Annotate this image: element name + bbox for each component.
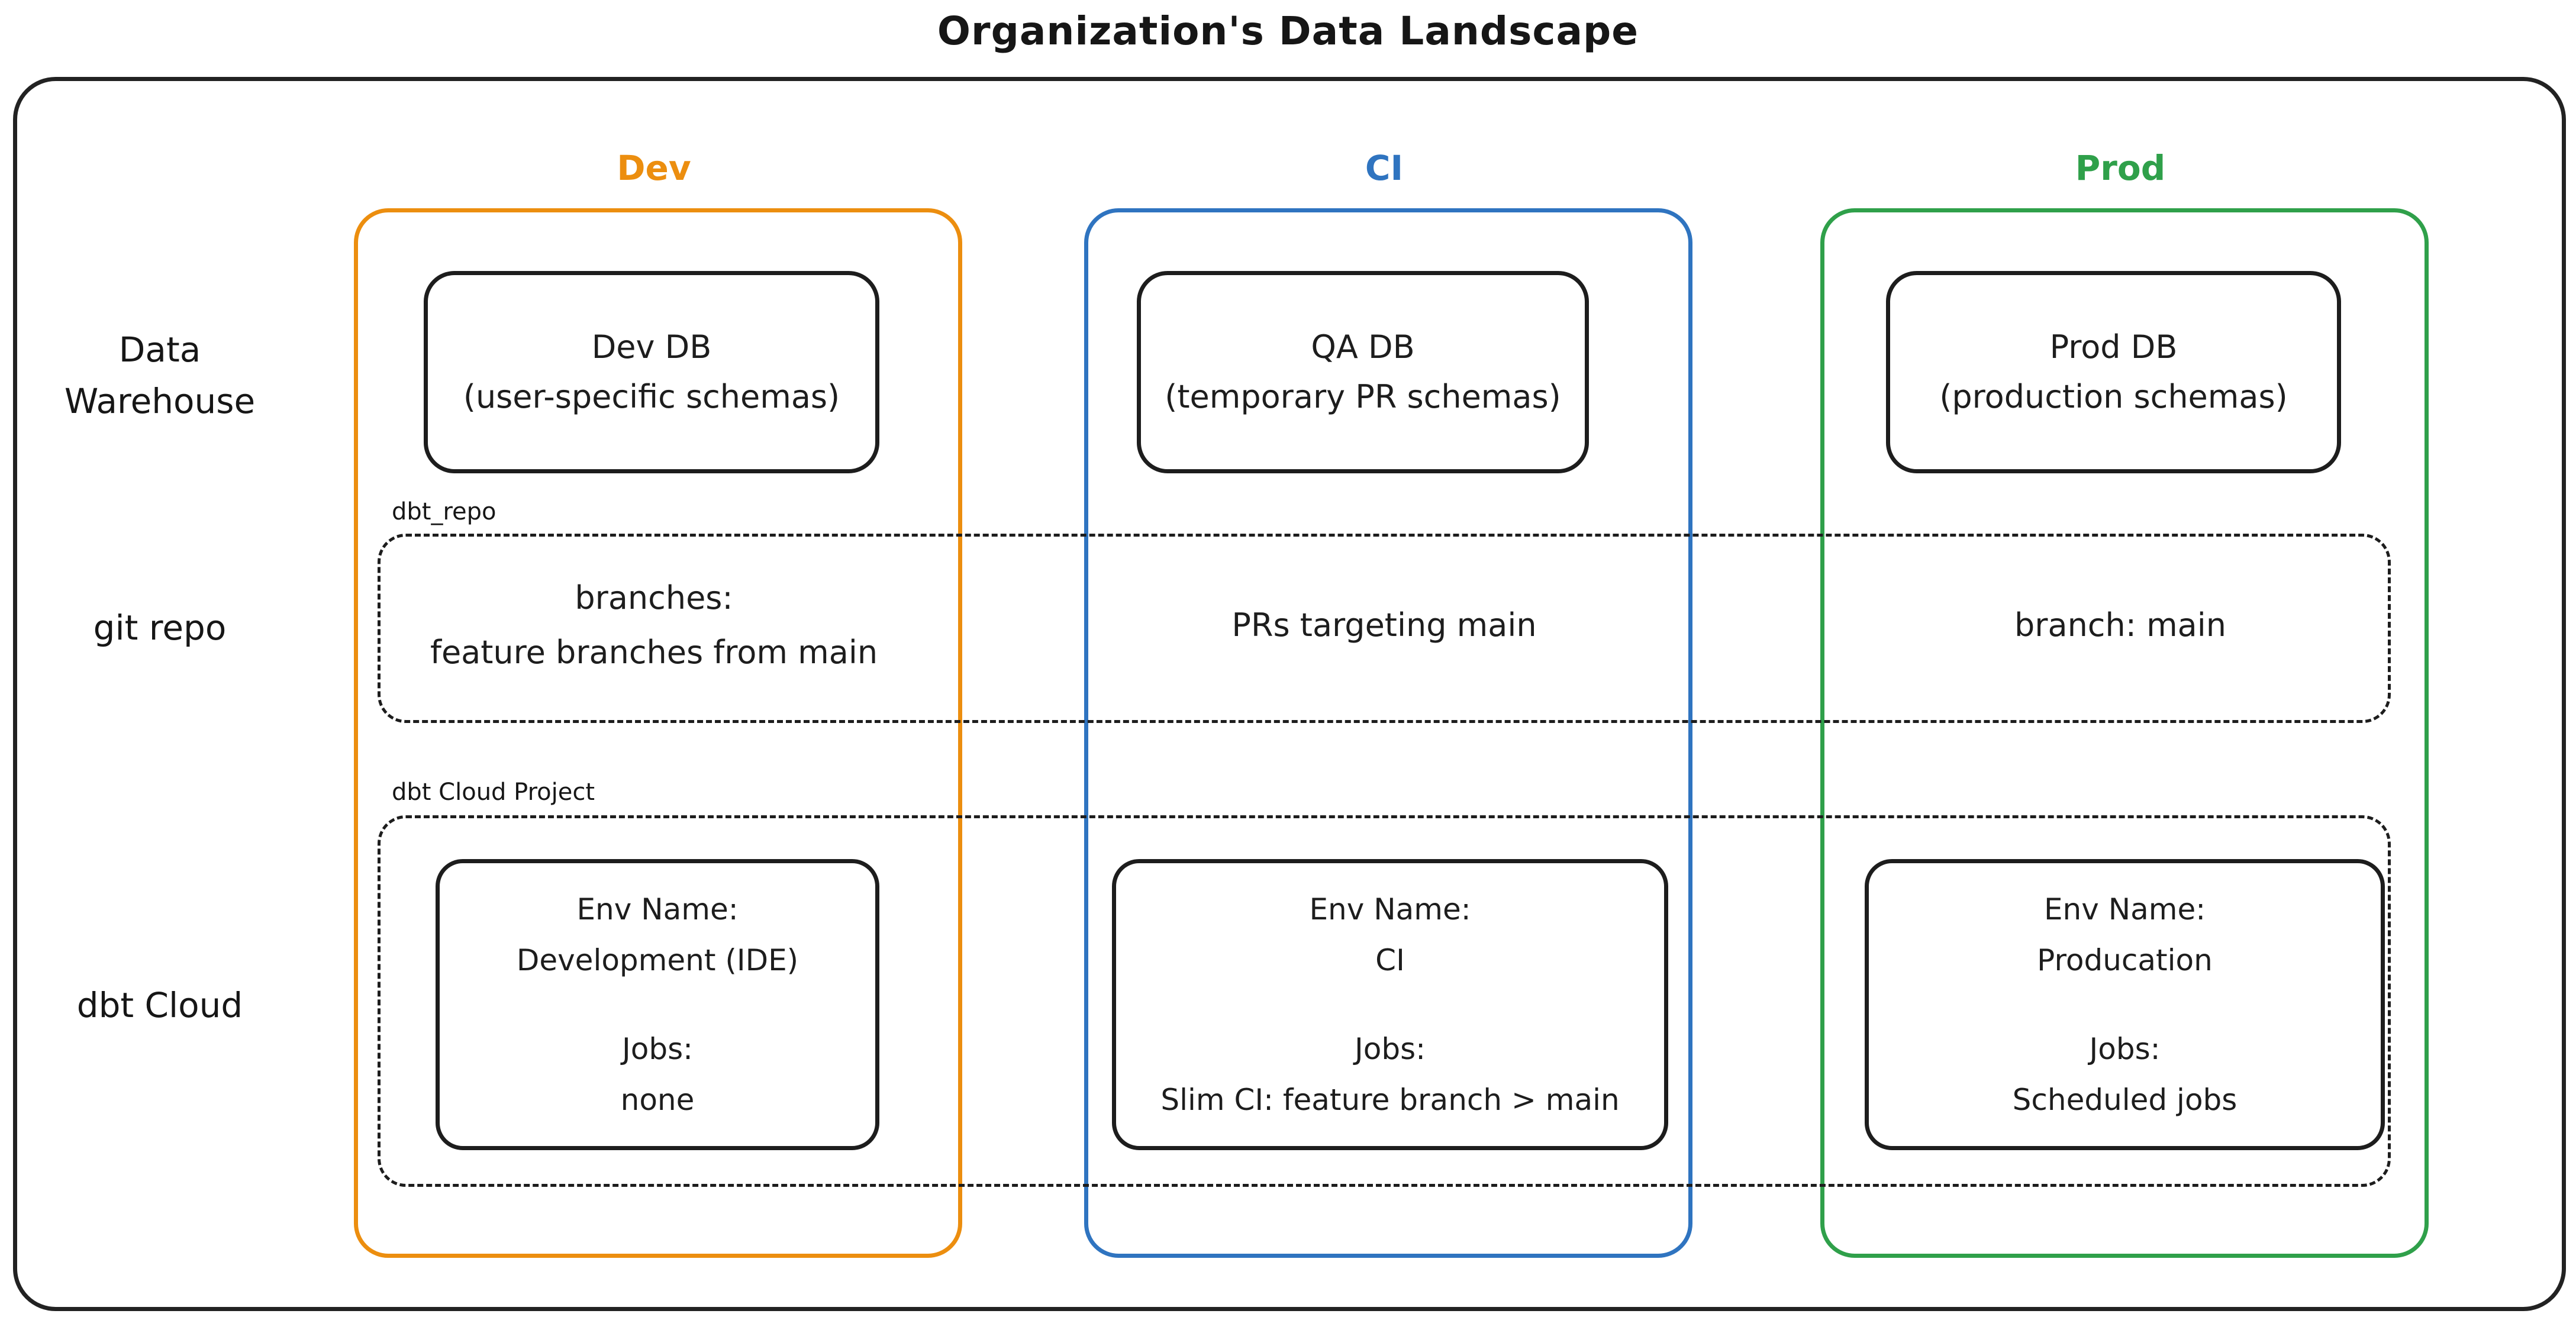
dev-git-line1: branches: [575,579,733,617]
dev-git-cell: branches: feature branches from main [354,534,954,717]
dev-db-box: Dev DB (user-specific schemas) [424,271,879,473]
ci-jobs-value: Slim CI: feature branch > main [1160,1083,1620,1117]
prod-jobs-value: Scheduled jobs [2012,1083,2238,1117]
row-label-git-repo: git repo [93,608,227,648]
qa-db-schemas: (temporary PR schemas) [1165,378,1561,415]
dbt-cloud-project-band-label: dbt Cloud Project [392,779,595,806]
column-box-prod [1820,208,2429,1258]
dev-env-label: Env Name: [576,892,739,927]
dev-db-name: Dev DB [591,328,712,366]
column-box-ci [1084,208,1692,1258]
ci-env-value: CI [1375,943,1405,977]
prod-env-box: Env Name: Producation Jobs: Scheduled jo… [1865,859,2385,1150]
prod-jobs-label: Jobs: [2089,1032,2161,1066]
dev-jobs-value: none [620,1083,695,1117]
prod-env-label: Env Name: [2043,892,2206,927]
column-header-dev: Dev [617,148,691,188]
dev-git-line2: feature branches from main [430,634,878,671]
dbt-cloud-project-band [378,815,2391,1187]
row-label-data-warehouse: Data Warehouse [24,324,296,427]
dev-jobs-label: Jobs: [622,1032,693,1066]
git-repo-band [378,534,2391,723]
prod-db-schemas: (production schemas) [1939,378,2288,415]
ci-git-cell: PRs targeting main [1084,534,1684,717]
ci-jobs-label: Jobs: [1355,1032,1426,1066]
prod-git-cell: branch: main [1820,534,2420,717]
git-repo-band-label: dbt_repo [392,498,496,525]
row-label-data-warehouse-line2: Warehouse [64,381,256,421]
page-title: Organization's Data Landscape [937,8,1639,54]
prod-db-box: Prod DB (production schemas) [1886,271,2341,473]
prod-env-value: Producation [2037,943,2213,977]
column-box-dev [354,208,962,1258]
qa-db-name: QA DB [1311,328,1415,366]
row-label-data-warehouse-line1: Data [118,330,201,370]
column-header-ci: CI [1365,148,1404,188]
row-label-dbt-cloud: dbt Cloud [76,985,243,1025]
ci-git-line1: PRs targeting main [1231,606,1537,644]
ci-env-label: Env Name: [1309,892,1471,927]
prod-git-line1: branch: main [2014,606,2226,644]
dev-env-value: Development (IDE) [516,943,799,977]
qa-db-box: QA DB (temporary PR schemas) [1137,271,1589,473]
dev-db-schemas: (user-specific schemas) [463,378,840,415]
column-header-prod: Prod [2075,148,2166,188]
ci-env-box: Env Name: CI Jobs: Slim CI: feature bran… [1112,859,1668,1150]
landscape-container [13,77,2566,1311]
prod-db-name: Prod DB [2049,328,2178,366]
dev-env-box: Env Name: Development (IDE) Jobs: none [436,859,879,1150]
